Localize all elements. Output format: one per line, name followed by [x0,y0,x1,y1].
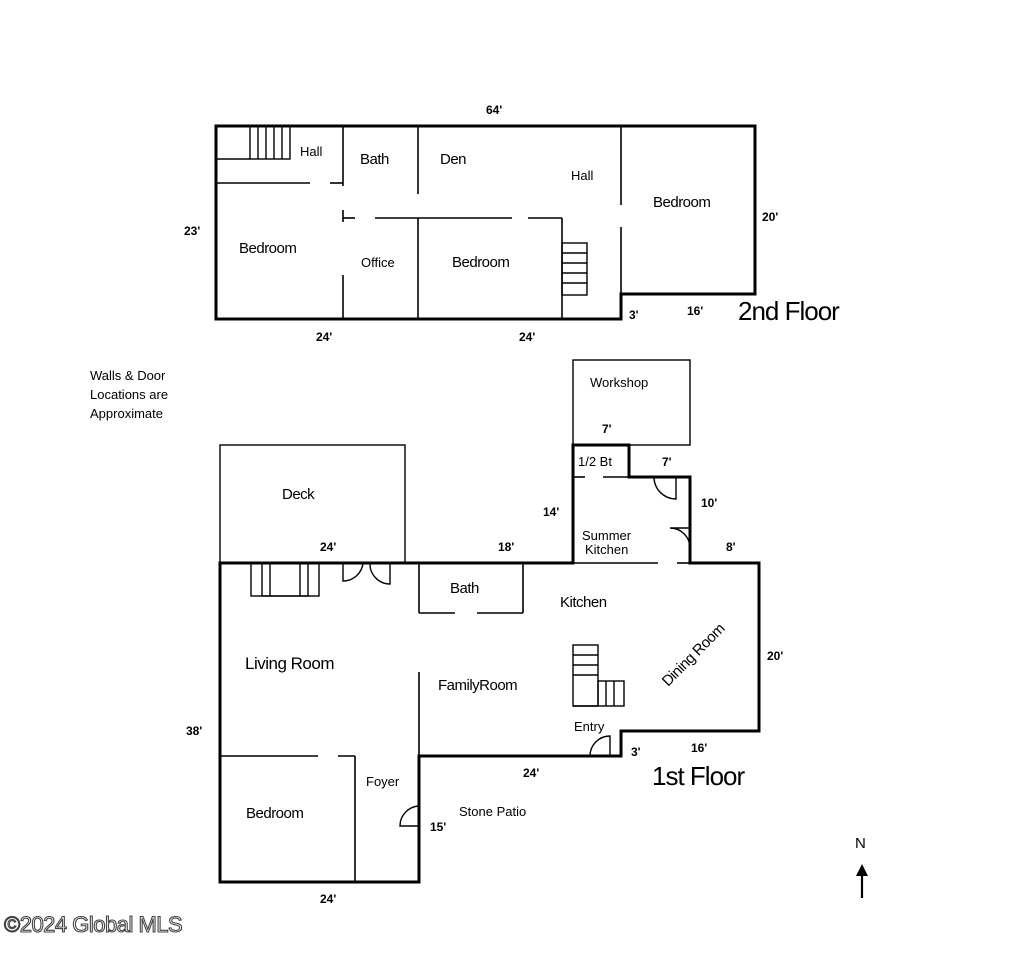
north-arrowhead-icon [856,864,868,876]
north-arrow: N [855,835,868,898]
first-floor-outer-walls [218,561,761,884]
room-label-bedroom-west: Bedroom [239,240,296,257]
room-label-bedroom: Bedroom [246,805,303,822]
dim-23: 23' [184,224,200,238]
fireplace [250,562,320,597]
dim-18: 18' [498,540,514,554]
dim-24-center: 24' [519,330,535,344]
summer-kitchen-walls [571,443,692,565]
second-floor-outer-walls [214,124,757,321]
deck-outline [219,444,406,564]
dim-24-bottom: 24' [320,892,336,906]
room-label-foyer: Foyer [366,774,400,789]
room-label-half-bath: 1/2 Bt [578,454,612,469]
copyright-watermark: ©2024 Global MLS [4,912,182,937]
dim-24-middle: 24' [523,766,539,780]
approximation-note: Walls & Door Locations are Approximate [90,368,168,421]
dim-20: 20' [762,210,778,224]
room-label-den: Den [440,151,466,168]
first-floor-stairs [572,644,625,707]
room-label-summer: Summer [582,528,632,543]
dim-14: 14' [543,505,559,519]
room-label-bedroom-center: Bedroom [452,254,509,271]
doors [342,476,691,827]
room-label-hall-east: Hall [571,168,594,183]
room-label-stone-patio: Stone Patio [459,804,526,819]
second-floor-stairs-east [561,242,588,296]
dim-24-deck: 24' [320,540,336,554]
room-label-office: Office [361,255,395,270]
north-label: N [855,835,866,852]
dim-10: 10' [701,496,717,510]
room-label-kitchen: Kitchen [560,594,607,611]
dim-3: 3' [629,308,639,322]
note-line-1: Walls & Door [90,368,166,383]
second-floor-title: 2nd Floor [738,296,840,326]
room-label-family-room: FamilyRoom [438,677,517,694]
dim-workshop-7a: 7' [602,422,612,436]
second-floor-plan: Hall Bath Den Hall Bedroom Bedroom Offic… [184,103,841,344]
first-floor-plan: Workshop 1/2 Bt Deck Summer Kitchen Bath… [186,359,783,906]
room-label-workshop: Workshop [590,375,648,390]
room-label-summer-kitchen: Kitchen [585,542,628,557]
dim-16: 16' [691,741,707,755]
room-label-bath: Bath [450,580,479,597]
dim-workshop-7b: 7' [662,455,672,469]
second-floor-interior-walls [216,126,622,319]
room-label-bedroom-east: Bedroom [653,194,710,211]
room-label-dining-room: Dining Room [659,620,728,689]
dim-20: 20' [767,649,783,663]
room-label-entry: Entry [574,719,605,734]
dim-3: 3' [631,745,641,759]
note-line-3: Approximate [90,406,163,421]
room-label-bath: Bath [360,151,389,168]
first-floor-interior-walls [220,476,690,882]
dim-38: 38' [186,724,202,738]
dim-15: 15' [430,820,446,834]
dim-8: 8' [726,540,736,554]
room-label-living-room: Living Room [245,654,334,673]
dim-64: 64' [486,103,502,117]
note-line-2: Locations are [90,387,168,402]
first-floor-title: 1st Floor [652,761,745,791]
workshop-outline [572,359,691,446]
dim-16: 16' [687,304,703,318]
dim-24-west: 24' [316,330,332,344]
second-floor-stairs-west [216,125,291,160]
room-label-hall-west: Hall [300,144,323,159]
room-label-deck: Deck [282,486,315,503]
